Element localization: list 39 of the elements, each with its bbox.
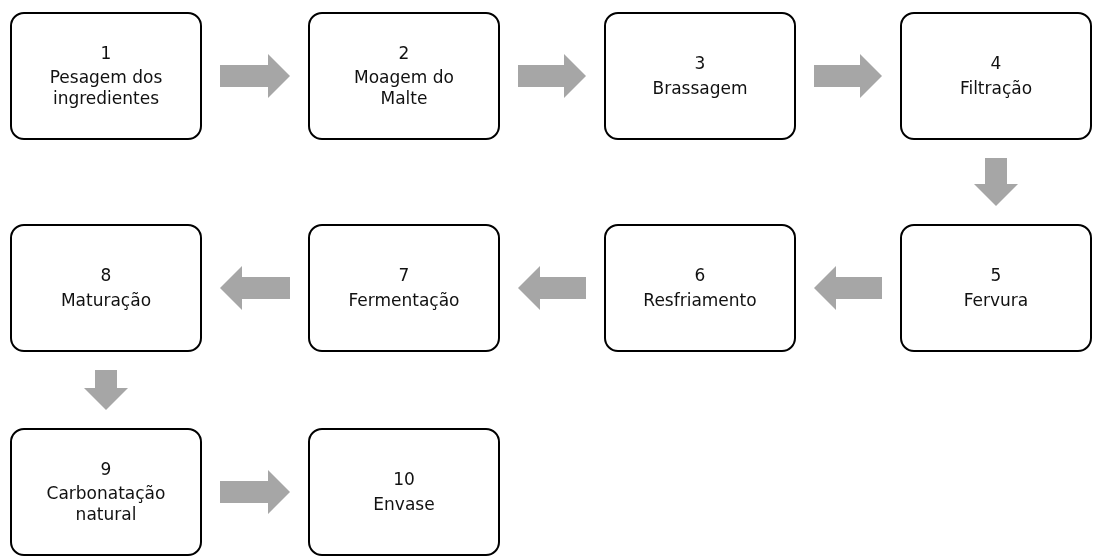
block-arrow (220, 470, 290, 514)
process-box (10, 428, 202, 556)
block-arrow (84, 370, 128, 410)
process-box (604, 12, 796, 140)
step-name: Moagem do Malte (353, 66, 455, 110)
block-arrow (814, 266, 882, 310)
process-box (900, 12, 1092, 140)
step-number: 1 (100, 42, 112, 63)
step-number: 8 (100, 265, 112, 286)
step-number: 7 (398, 265, 410, 286)
process-box (10, 224, 202, 352)
process-box (308, 12, 500, 140)
process-box (604, 224, 796, 352)
block-arrow (974, 158, 1018, 206)
process-box (308, 224, 500, 352)
step-name: Fermentação (348, 289, 460, 311)
step-number: 10 (393, 469, 415, 490)
process-box (10, 12, 202, 140)
block-arrow (220, 54, 290, 98)
process-box (900, 224, 1092, 352)
step-name: Pesagem dos ingredientes (48, 66, 164, 110)
step-number: 3 (694, 53, 706, 74)
step-name: Fervura (963, 289, 1029, 311)
step-number: 2 (398, 42, 410, 63)
step-name: Maturação (60, 289, 152, 311)
block-arrow (518, 54, 586, 98)
step-name: Carbonatação natural (45, 482, 167, 526)
block-arrow (518, 266, 586, 310)
step-number: 4 (990, 53, 1002, 74)
step-name: Brassagem (652, 77, 748, 99)
step-number: 9 (100, 458, 112, 479)
step-number: 6 (694, 265, 706, 286)
step-name: Envase (373, 493, 435, 515)
process-box (308, 428, 500, 556)
block-arrow (814, 54, 882, 98)
block-arrow (220, 266, 290, 310)
step-number: 5 (990, 265, 1002, 286)
step-name: Filtração (959, 77, 1033, 99)
step-name: Resfriamento (643, 289, 757, 311)
